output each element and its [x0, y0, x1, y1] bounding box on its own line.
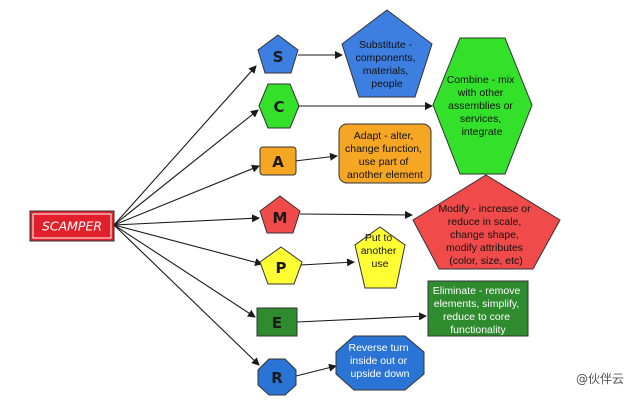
- step-m-description-line: (color, size, etc): [449, 255, 523, 267]
- step-m-description-text: Modify - increase or reduce in scale, ch…: [438, 203, 533, 267]
- step-c-letter: C: [273, 98, 284, 116]
- step-p-letter: P: [276, 259, 287, 277]
- root-node-box: [29, 210, 115, 242]
- step-m-description-node: Modify - increase or reduce in scale, ch…: [412, 174, 561, 270]
- step-s-description-node: Substitute - components, materials, peop…: [341, 9, 433, 98]
- step-s-description-line: materials,: [363, 65, 409, 77]
- step-e-letter: E: [272, 314, 282, 332]
- step-p-description-node: Put to another use: [354, 226, 406, 289]
- step-a-description-text: Adapt - alter, change function, use part…: [345, 130, 425, 181]
- edge-m-desc: [299, 210, 413, 219]
- step-a-description-line: change function,: [345, 143, 422, 155]
- step-s: S: [257, 34, 299, 74]
- step-m-description-pentagon: [412, 174, 561, 270]
- root-node: SCAMPER: [29, 210, 115, 242]
- step-a-description-node: Adapt - alter, change function, use part…: [338, 123, 432, 184]
- step-c-description-node: Combine - mix with other assemblies or s…: [432, 37, 533, 175]
- step-r-letter: R: [271, 369, 283, 387]
- step-s-description-pentagon: [341, 9, 433, 98]
- step-r: R: [257, 358, 297, 396]
- step-m-description-line: modify attributes: [446, 242, 523, 254]
- step-a-letter: A: [272, 153, 284, 171]
- step-s-description-text: Substitute - components, materials, peop…: [355, 39, 418, 90]
- step-r-description-line: inside out or: [350, 355, 408, 367]
- step-s-letter: S: [273, 48, 284, 66]
- step-p-description-pentagon: [354, 226, 406, 289]
- edge-root-p: [113, 224, 263, 267]
- step-r-description-text: Reverse turn inside out or upside down: [348, 342, 411, 380]
- step-e-description-line: reduce to core: [443, 311, 510, 323]
- step-e-description-line: Eliminate - remove: [433, 285, 521, 297]
- edge-p-desc: [300, 258, 355, 267]
- step-r-description-line: upside down: [351, 368, 410, 380]
- edge-root-a: [113, 164, 260, 226]
- root-node-inner-border: [32, 213, 112, 239]
- edge-e-desc: [296, 312, 427, 323]
- step-m-description-line: reduce in scale,: [448, 216, 522, 228]
- step-p-description-line: another: [361, 245, 397, 257]
- step-e-description-text: Eliminate - remove elements, simplify, r…: [433, 285, 523, 336]
- step-a-description-line: another element: [347, 169, 423, 181]
- watermark-text: @伙伴云: [576, 372, 624, 386]
- edge-a-desc: [294, 152, 338, 162]
- step-c-description-line: assemblies or: [448, 100, 513, 112]
- step-s-description-line: people: [371, 78, 403, 90]
- edge-root-e: [113, 224, 256, 318]
- step-m-description-line: change shape,: [450, 229, 519, 241]
- step-r-description-octagon: [335, 335, 425, 391]
- step-m-description-line: Modify - increase or: [438, 203, 531, 215]
- step-e-description-box: [427, 280, 529, 337]
- step-c-description-line: Combine - mix: [447, 74, 515, 86]
- step-r-octagon: [257, 358, 297, 396]
- step-p: P: [259, 246, 303, 285]
- step-m-pentagon: [259, 195, 301, 234]
- step-c-description-hexagon: [432, 37, 533, 175]
- step-p-description-line: use: [372, 258, 389, 270]
- step-s-pentagon: [257, 34, 299, 74]
- step-e-description-line: functionality: [450, 324, 506, 336]
- step-p-description-text: Put to another use: [361, 232, 400, 270]
- edge-root-s: [113, 65, 257, 226]
- step-m: M: [259, 195, 301, 234]
- step-c-hexagon: [258, 83, 300, 129]
- step-a: A: [259, 146, 297, 176]
- step-a-description-line: Adapt - alter,: [354, 130, 414, 142]
- step-c-description-line: with other: [457, 87, 504, 99]
- edge-root-r: [113, 224, 260, 366]
- step-c-description-text: Combine - mix with other assemblies or s…: [447, 74, 518, 138]
- step-s-description-line: components,: [355, 52, 415, 64]
- step-r-description-node: Reverse turn inside out or upside down: [335, 335, 425, 391]
- step-a-description-line: use part of: [359, 156, 409, 168]
- step-c-description-line: services,: [460, 113, 501, 125]
- step-c: C: [258, 83, 300, 129]
- step-a-box: [259, 146, 297, 176]
- step-e-box: [256, 307, 298, 337]
- step-m-letter: M: [273, 209, 288, 227]
- edge-root-m: [113, 214, 260, 226]
- edge-r-desc: [295, 363, 337, 377]
- step-p-pentagon: [259, 246, 303, 285]
- step-a-description-box: [338, 123, 432, 184]
- step-s-description-line: Substitute -: [359, 39, 413, 51]
- step-c-description-line: integrate: [462, 126, 503, 138]
- step-p-description-line: Put to: [365, 232, 393, 244]
- step-e-description-node: Eliminate - remove elements, simplify, r…: [427, 280, 529, 337]
- step-e: E: [256, 307, 298, 337]
- step-r-description-line: Reverse turn: [348, 342, 408, 354]
- step-e-description-line: elements, simplify,: [434, 298, 520, 310]
- edge-root-c: [113, 109, 259, 226]
- root-label: SCAMPER: [42, 219, 102, 234]
